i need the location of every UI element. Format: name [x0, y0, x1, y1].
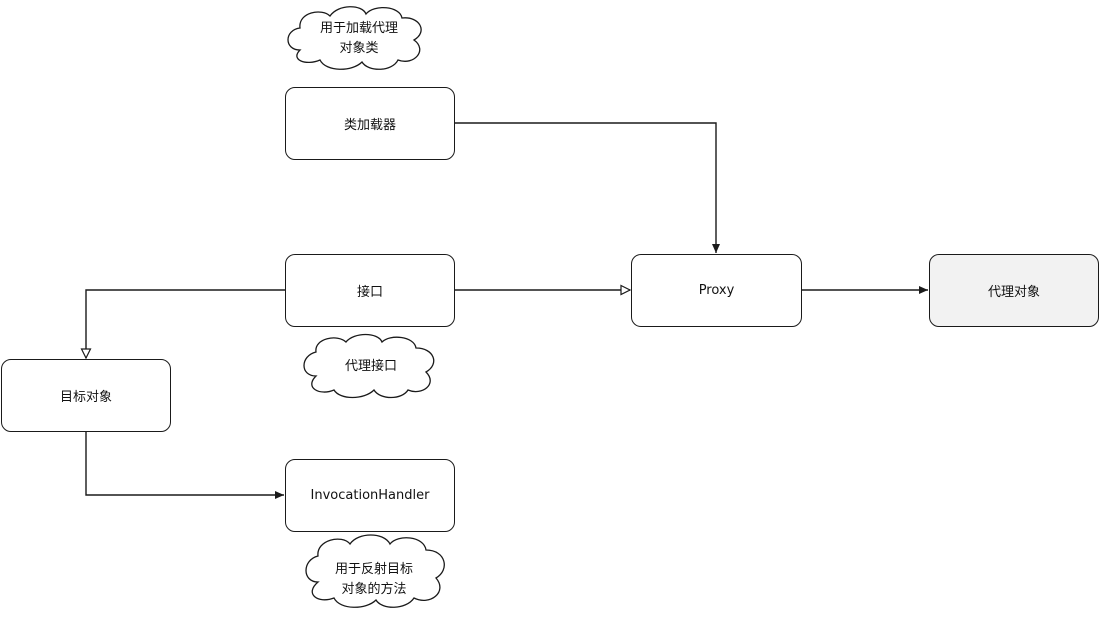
node-invocation-handler[interactable]: InvocationHandler [285, 459, 455, 532]
node-proxy-label: Proxy [698, 283, 735, 298]
classloader-note-line-2: 对象类 [339, 41, 379, 56]
node-interface[interactable]: 接口 [285, 254, 455, 327]
handler-note-line-1: 用于反射目标 [334, 562, 413, 577]
interface-note-line-1: 代理接口 [344, 359, 397, 374]
cloud-shape-interface-note [303, 333, 435, 399]
interface-note: 代理接口 [306, 342, 436, 392]
node-classloader-label: 类加载器 [343, 118, 396, 133]
node-proxy[interactable]: Proxy [631, 254, 802, 327]
cloud-shape-handler-note [305, 534, 445, 608]
classloader-note: 用于加载代理 对象类 [294, 14, 424, 64]
node-target-object-label: 目标对象 [59, 390, 112, 405]
edge-interface-to-target-object [80, 289, 285, 360]
edge-target-to-handler [85, 432, 284, 499]
node-proxy-object-label: 代理对象 [987, 285, 1040, 300]
node-invocation-handler-label: InvocationHandler [310, 488, 430, 503]
edge-classloader-to-proxy [455, 122, 720, 253]
handler-note-line-2: 对象的方法 [341, 582, 407, 597]
classloader-note-line-1: 用于加载代理 [319, 21, 398, 36]
cloud-shape-classloader-note [287, 6, 422, 70]
node-interface-label: 接口 [356, 285, 383, 300]
node-proxy-object[interactable]: 代理对象 [929, 254, 1099, 327]
handler-note: 用于反射目标 对象的方法 [306, 556, 442, 604]
node-classloader[interactable]: 类加载器 [285, 87, 455, 160]
node-target-object[interactable]: 目标对象 [1, 359, 171, 432]
